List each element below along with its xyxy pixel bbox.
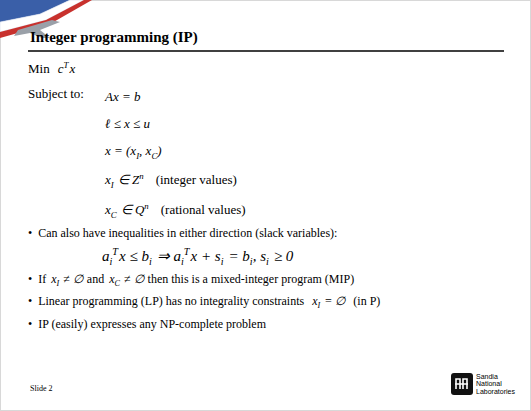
math-text: ℓ ≤ x ≤ u: [105, 116, 150, 131]
logo-text: Sandia National Laboratories: [476, 373, 522, 395]
math-text: x: [51, 272, 56, 286]
math-text: x ≤ b: [119, 248, 149, 264]
body-text: (rational values): [161, 202, 246, 217]
body-text: then this is a mixed-integer program (MI…: [148, 272, 355, 286]
subscript: I: [136, 151, 139, 161]
text-line: •IfxI≠ ∅andxC≠ ∅then this is a mixed-int…: [28, 272, 354, 288]
superscript: T: [63, 60, 68, 70]
text-line: xI ∈ Zn (integer values): [105, 171, 237, 190]
math-text: x = (x: [105, 143, 136, 158]
subscript: i: [110, 256, 113, 267]
math-text: x: [109, 272, 114, 286]
body-text: •: [28, 226, 32, 240]
math-text: ≠ ∅: [63, 272, 83, 286]
superscript: n: [144, 201, 148, 211]
math-text: x: [312, 294, 317, 308]
body-text: If: [38, 272, 46, 286]
subscript: i: [181, 256, 184, 267]
body-text: and: [87, 272, 104, 286]
subscript: C: [111, 210, 117, 220]
text-line: xC ∈ Qn (rational values): [105, 201, 246, 220]
text-line: x = (xI, xC): [105, 143, 162, 161]
superscript: T: [112, 246, 118, 257]
slide-title: Integer programming (IP): [30, 29, 198, 46]
subscript: i: [149, 256, 152, 267]
body-text: Linear programming (LP) has no integrali…: [38, 294, 304, 308]
text-line: Ax = b: [105, 89, 140, 105]
text-line: • Can also have inequalities in either di…: [28, 226, 337, 241]
math-text: ∈ Q: [121, 202, 145, 217]
text-line: • Linear programming (LP) has no integral…: [28, 294, 380, 310]
logo-icon: [451, 373, 473, 395]
text-line: Slide 2: [30, 384, 52, 393]
body-text: (integer values): [156, 172, 237, 187]
text-line: Subject to:: [28, 86, 84, 102]
title-rule: [28, 50, 504, 52]
math-text: ): [157, 143, 161, 158]
subscript: I: [57, 279, 60, 288]
math-text: ⇒ a: [157, 248, 181, 264]
superscript: n: [139, 171, 143, 181]
math-text: = ∅: [324, 294, 345, 308]
body-text: Min: [28, 61, 50, 76]
body-text: Slide 2: [30, 384, 52, 393]
math-text: x: [105, 172, 111, 187]
text-line: MincTx: [28, 60, 75, 77]
math-text: c: [58, 61, 64, 76]
subscript: i: [221, 256, 224, 267]
subscript: i: [250, 256, 253, 267]
subscript: i: [266, 256, 269, 267]
math-text: x + s: [191, 248, 221, 264]
body-text: (in P): [353, 294, 380, 308]
text-line: ℓ ≤ x ≤ u: [105, 116, 150, 132]
subscript: C: [151, 151, 157, 161]
text-line: aiTx ≤ bi⇒ aiTx + si= bi, si≥ 0: [102, 246, 293, 267]
logo-glyph: [455, 379, 468, 389]
body-text: Can also have inequalities in either dir…: [38, 226, 337, 240]
math-text: ∈ Z: [118, 172, 139, 187]
math-text: x: [69, 61, 75, 76]
math-text: = b: [228, 248, 249, 264]
math-text: ≠ ∅: [124, 272, 144, 286]
body-text: IP (easily) expresses any NP-complete pr…: [38, 317, 266, 331]
body-text: •: [28, 294, 32, 308]
math-text: , x: [139, 143, 151, 158]
math-text: a: [102, 248, 110, 264]
superscript: T: [184, 246, 190, 257]
math-text: x: [105, 202, 111, 217]
body-text: Subject to:: [28, 86, 84, 101]
subscript: I: [111, 180, 114, 190]
math-text: ≥ 0: [274, 248, 293, 264]
text-line: • IP (easily) expresses any NP-complete p…: [28, 317, 266, 332]
math-text: Ax = b: [105, 89, 140, 104]
subscript: I: [317, 301, 320, 310]
body-text: •: [28, 272, 32, 286]
math-text: , s: [253, 248, 266, 264]
body-text: •: [28, 317, 32, 331]
subscript: C: [115, 279, 120, 288]
